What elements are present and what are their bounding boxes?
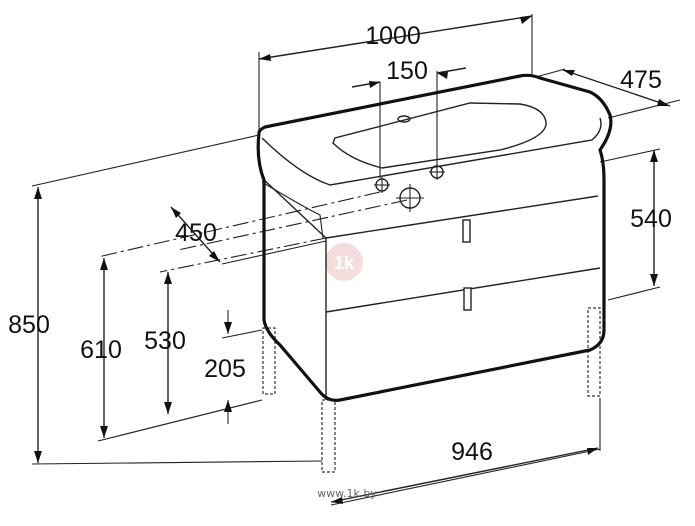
leg-front-right	[587, 307, 601, 397]
dim-leg-height-label: 205	[204, 355, 246, 383]
extension-lines	[31, 14, 681, 506]
dim-cabinet-height-label: 540	[630, 205, 672, 233]
leg-back-left	[262, 327, 276, 395]
tap-hole	[397, 115, 411, 123]
dim-610-label: 610	[80, 336, 122, 364]
watermark-text: www.1k.by	[317, 487, 377, 500]
dim-total-height-label: 850	[8, 311, 50, 339]
basin-bowl	[332, 102, 547, 169]
cabinet	[256, 73, 613, 402]
connections	[374, 164, 445, 212]
legs	[262, 307, 601, 473]
dim-depth-label: 475	[620, 66, 662, 94]
dim-drain-offset-label: 450	[175, 219, 217, 247]
leg-front-left	[321, 399, 336, 473]
drawer-divider	[325, 267, 601, 313]
cabinet-outline	[256, 73, 613, 402]
dim-tap-spacing-label: 150	[386, 57, 428, 85]
arrowheads	[34, 16, 670, 504]
dim-530-label: 530	[144, 327, 186, 355]
drawer-handle-bottom	[463, 287, 472, 311]
dim-leg-spacing-label: 946	[451, 438, 493, 466]
dimension-labels: 1000 475 150 540 450 850 610 530 205 946	[8, 22, 672, 466]
basin	[261, 102, 602, 239]
watermark-logo: 1k	[325, 243, 363, 281]
drawer-handle-top	[462, 219, 471, 243]
dim-width-label: 1000	[365, 22, 421, 50]
watermark-logo-text: 1k	[334, 253, 355, 273]
